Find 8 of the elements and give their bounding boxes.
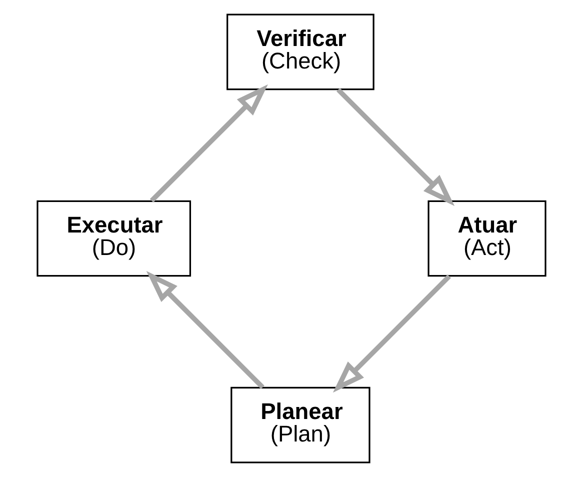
node-box: Atuar (Act) [427, 200, 546, 277]
node-box: Verificar (Check) [226, 14, 374, 90]
arrow [332, 274, 450, 393]
arrow [146, 270, 264, 390]
arrow [336, 88, 454, 206]
arrow [149, 84, 268, 202]
node-box: Planear (Plan) [230, 386, 370, 464]
node-box: Executar (Do) [36, 200, 191, 277]
